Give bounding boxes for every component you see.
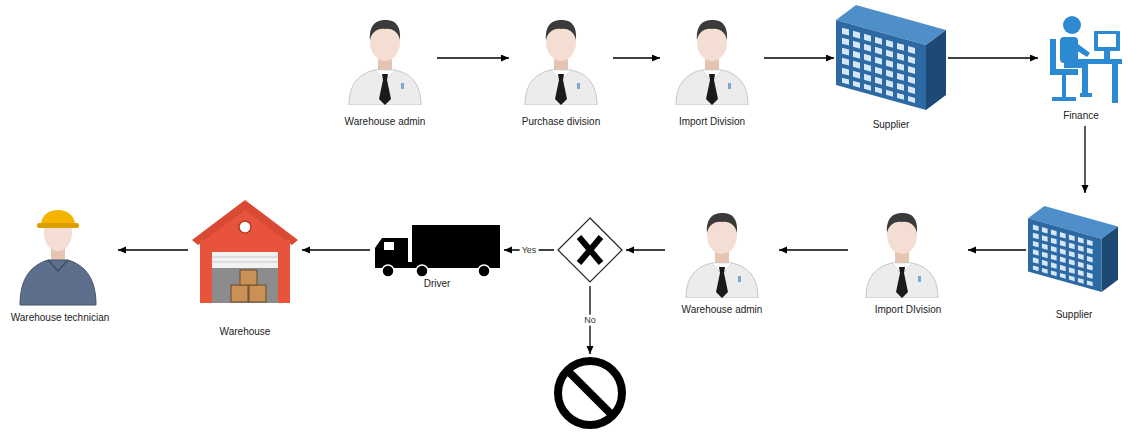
person-icon: [676, 20, 748, 105]
stop-symbol: [558, 361, 622, 425]
decision-node: [556, 216, 624, 284]
node-label: Supplier: [1056, 309, 1093, 321]
organisation-node: Supplier: [1028, 195, 1120, 323]
flow-arrow: [302, 249, 370, 250]
flow-arrow: [948, 57, 1038, 58]
edge-label: No: [582, 315, 598, 326]
end-node: [553, 356, 627, 430]
truck-icon: [375, 225, 500, 277]
flow-arrow: [613, 57, 660, 58]
flow-arrow: [779, 249, 848, 250]
role-node: Warehouse admin: [335, 8, 435, 130]
flow-arrow: [626, 249, 665, 250]
flow-arrow: [437, 57, 509, 58]
node-label: Warehouse admin: [682, 304, 763, 316]
role-node: Import DIvision: [850, 200, 966, 318]
node-label: Supplier: [873, 119, 910, 131]
node-label: Warehouse: [220, 326, 271, 338]
warehouse-node: Warehouse: [190, 198, 300, 340]
person-icon: [866, 213, 938, 298]
flow-arrow: [968, 249, 1026, 250]
person-icon: [349, 20, 421, 105]
node-label: Driver: [424, 278, 451, 290]
role-node: Import Division: [662, 8, 762, 130]
role-node: Warehouse technician: [4, 193, 116, 326]
organisation-node: Supplier: [836, 5, 946, 133]
person-icon: [525, 20, 597, 105]
building-icon: [836, 5, 946, 110]
warehouse-icon: [192, 200, 298, 303]
role-node: Purchase division: [511, 8, 611, 130]
role-node: Finance: [1040, 12, 1122, 124]
technician-icon: [20, 210, 96, 305]
flow-arrow: [764, 57, 834, 58]
role-node: Warehouse admin: [667, 200, 777, 318]
node-label: Finance: [1063, 110, 1099, 122]
flow-arrow: [1084, 126, 1085, 193]
node-label: Warehouse admin: [345, 116, 426, 128]
decision-diamond: [558, 218, 622, 282]
edge-label: Yes: [520, 245, 539, 256]
node-label: Import Division: [679, 116, 745, 128]
driver-node: Driver: [372, 222, 502, 292]
node-label: Purchase division: [522, 116, 600, 128]
person-icon: [686, 213, 758, 298]
node-label: Import DIvision: [875, 304, 942, 316]
node-label: Warehouse technician: [11, 312, 110, 324]
finance-icon: [1050, 16, 1122, 103]
flow-arrow: [118, 249, 188, 250]
building-icon: [1028, 206, 1118, 292]
